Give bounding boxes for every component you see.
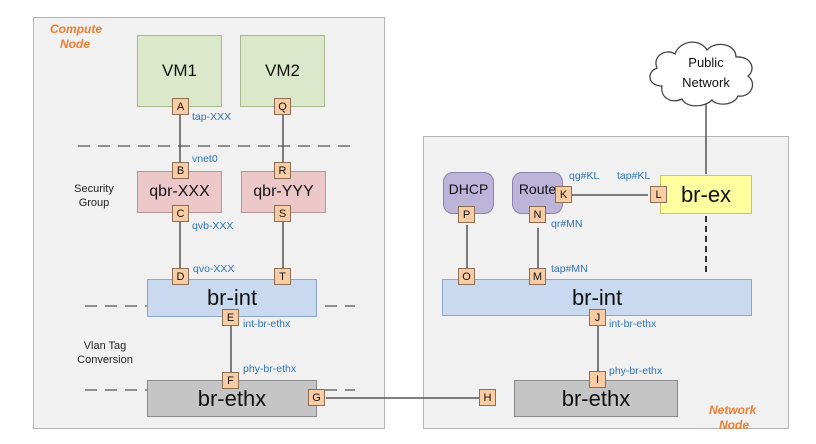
port-b[interactable]: B xyxy=(172,162,189,179)
tap-kl-label: tap#KL xyxy=(617,170,651,182)
port-m[interactable]: M xyxy=(529,268,546,285)
int-br-ethx-network-label: int-br-ethx xyxy=(609,318,657,330)
port-a[interactable]: A xyxy=(172,98,189,115)
port-o[interactable]: O xyxy=(458,268,475,285)
port-c[interactable]: C xyxy=(172,205,189,222)
port-d[interactable]: D xyxy=(172,268,189,285)
network-node-title: Network Node xyxy=(709,403,757,432)
qg-kl-label: qg#KL xyxy=(569,170,600,182)
security-group-label: Security Group xyxy=(74,183,114,209)
port-k[interactable]: K xyxy=(555,186,572,203)
compute-node-title: Compute Node xyxy=(50,22,102,51)
tap-xxx-label: tap-XXX xyxy=(192,111,232,123)
vlan-tag-conversion-label: Vlan Tag Conversion xyxy=(77,340,133,366)
qvb-xxx-label: qvb-XXX xyxy=(192,220,234,232)
port-i[interactable]: I xyxy=(589,371,606,388)
phy-br-ethx-network-label: phy-br-ethx xyxy=(609,365,663,377)
network-br-ethx-box[interactable]: br-ethx xyxy=(514,380,678,417)
port-q[interactable]: Q xyxy=(274,98,291,115)
tap-mn-label: tap#MN xyxy=(551,263,588,275)
port-j[interactable]: J xyxy=(589,309,606,326)
port-s[interactable]: S xyxy=(274,205,291,222)
public-network-label: Public Network xyxy=(682,55,730,90)
port-g[interactable]: G xyxy=(308,389,325,406)
port-t[interactable]: T xyxy=(274,268,291,285)
vm2-box[interactable]: VM2 xyxy=(240,35,325,107)
phy-br-ethx-compute-label: phy-br-ethx xyxy=(243,363,297,375)
vm1-box[interactable]: VM1 xyxy=(137,35,222,107)
port-r[interactable]: R xyxy=(274,162,291,179)
port-h[interactable]: H xyxy=(479,389,496,406)
cloud-shape xyxy=(649,41,754,107)
br-ex-box[interactable]: br-ex xyxy=(660,175,752,214)
port-p[interactable]: P xyxy=(458,206,475,223)
qr-mn-label: qr#MN xyxy=(551,218,583,230)
int-br-ethx-compute-label: int-br-ethx xyxy=(243,318,291,330)
vnet0-label: vnet0 xyxy=(192,153,218,165)
qvo-xxx-label: qvo-XXX xyxy=(193,263,235,275)
port-l[interactable]: L xyxy=(650,186,667,203)
port-n[interactable]: N xyxy=(529,206,546,223)
port-f[interactable]: F xyxy=(222,372,239,389)
port-e[interactable]: E xyxy=(222,309,239,326)
